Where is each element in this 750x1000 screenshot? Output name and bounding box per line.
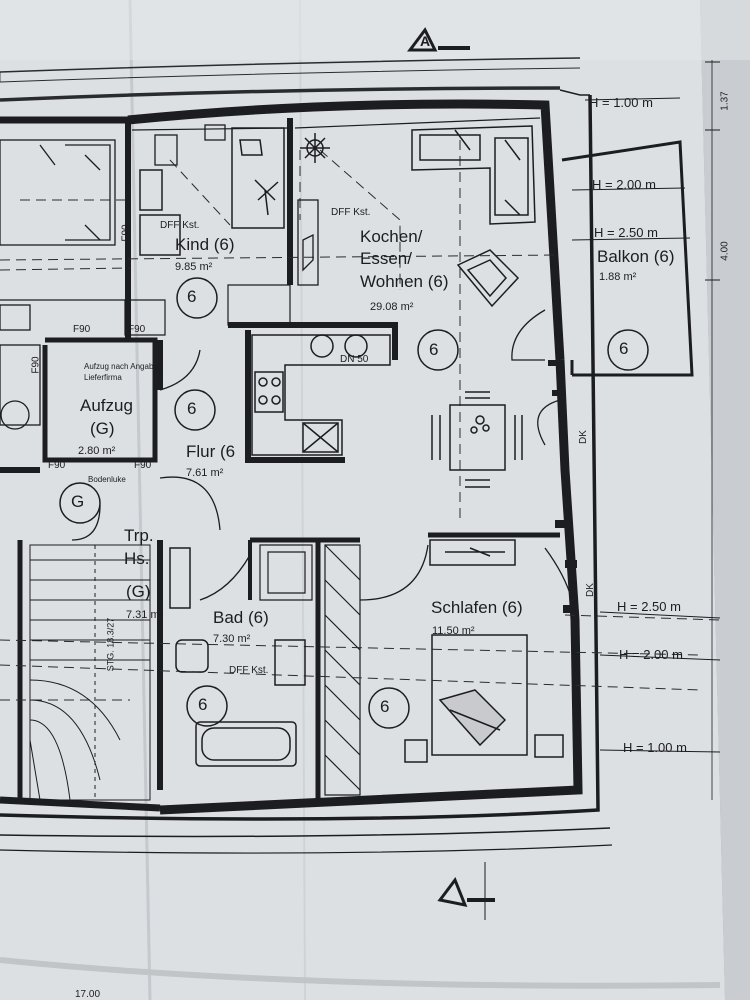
room-name-treppe-3: (G) xyxy=(126,582,151,601)
dff-kochen-label: DFF Kst. xyxy=(331,207,371,218)
aufzug-note-1: Aufzug nach Angabe xyxy=(84,362,158,371)
room-name-schlafen: Schlafen (6) xyxy=(431,598,523,617)
dim-h-right1: H = 2.50 m xyxy=(617,599,681,614)
room-area-aufzug: 2.80 m² xyxy=(78,445,116,457)
dim-side2: 4.00 xyxy=(719,241,731,261)
room-sub-aufzug: (G) xyxy=(90,419,115,438)
staircase xyxy=(29,544,151,801)
stg-label: STG. 18.3/27 xyxy=(105,617,116,672)
section-marker-icons xyxy=(407,27,495,920)
neighbor-furniture xyxy=(0,139,116,430)
bed-kind xyxy=(139,127,285,256)
f90-label-1: F90 xyxy=(73,324,91,335)
room-marker-kind: 6 xyxy=(187,287,197,306)
sofa xyxy=(411,125,536,225)
room-name-flur: Flur (6 xyxy=(186,442,236,461)
room-area-treppe: 7.31 m² xyxy=(126,609,164,621)
room-marker-flur: 6 xyxy=(187,399,197,418)
f90-label-6: F90 xyxy=(120,224,132,242)
dk-label-2: DK xyxy=(584,583,596,597)
room-name-kind: Kind (6) xyxy=(175,235,235,254)
f90-label-5: F90 xyxy=(30,356,42,374)
room-area-bad: 7.30 m² xyxy=(213,633,251,645)
room-area-kochen: 29.08 m² xyxy=(370,301,414,313)
f90-label-3: F90 xyxy=(48,460,66,471)
bathroom-fixtures xyxy=(169,547,306,767)
armchair xyxy=(456,249,520,308)
f90-label-4: F90 xyxy=(134,460,152,471)
room-name-bad: Bad (6) xyxy=(213,608,269,627)
dim-h-right2: H = 2.00 m xyxy=(619,647,683,662)
bottom-dimension: 17.00 xyxy=(75,989,101,1000)
room-marker-circles xyxy=(59,277,649,729)
dff-kind-label: DFF Kst. xyxy=(160,220,200,231)
section-label-top: A xyxy=(420,33,431,49)
bed-schlafen xyxy=(404,539,564,763)
f90-label-2: F90 xyxy=(128,324,146,335)
bodenluke-label: Bodenluke xyxy=(88,475,126,484)
dim-h-balkon2: H = 2.50 m xyxy=(594,225,658,240)
plant-icon xyxy=(300,133,330,163)
dim-side1: 1.37 xyxy=(719,91,731,111)
room-marker-treppe: G xyxy=(71,492,85,511)
dim-h-right3: H = 1.00 m xyxy=(623,740,687,755)
dining-table xyxy=(431,391,523,488)
room-marker-bad: 6 xyxy=(198,695,208,714)
room-area-flur: 7.61 m² xyxy=(186,467,224,479)
room-marker-schlafen: 6 xyxy=(380,697,390,716)
aufzug-note-2: Lieferfirma xyxy=(84,373,122,382)
room-name-treppe-2: Hs. xyxy=(124,549,150,568)
room-name-treppe-1: Trp. xyxy=(124,526,154,545)
room-area-balkon: 1.88 m² xyxy=(599,271,637,283)
room-area-kind: 9.85 m² xyxy=(175,261,213,273)
room-name-kochen-3: Wohnen (6) xyxy=(360,272,449,291)
room-area-schlafen: 11.50 m² xyxy=(432,625,475,637)
room-name-kochen-2: Essen/ xyxy=(360,249,412,268)
dim-h-balkon1: H = 2.00 m xyxy=(592,177,656,192)
dk-label-1: DK xyxy=(577,430,589,444)
room-marker-balkon: 6 xyxy=(619,339,629,358)
room-marker-kochen: 6 xyxy=(429,340,439,359)
room-name-aufzug: Aufzug xyxy=(80,396,133,415)
dn-label: DN 50 xyxy=(340,354,369,365)
dff-bad-label: DFF Kst. xyxy=(229,665,269,676)
f90-label-7: F90 xyxy=(154,364,166,382)
room-name-kochen-1: Kochen/ xyxy=(360,227,423,246)
dim-h-top: H = 1.00 m xyxy=(589,95,653,110)
room-name-balkon: Balkon (6) xyxy=(597,247,675,266)
